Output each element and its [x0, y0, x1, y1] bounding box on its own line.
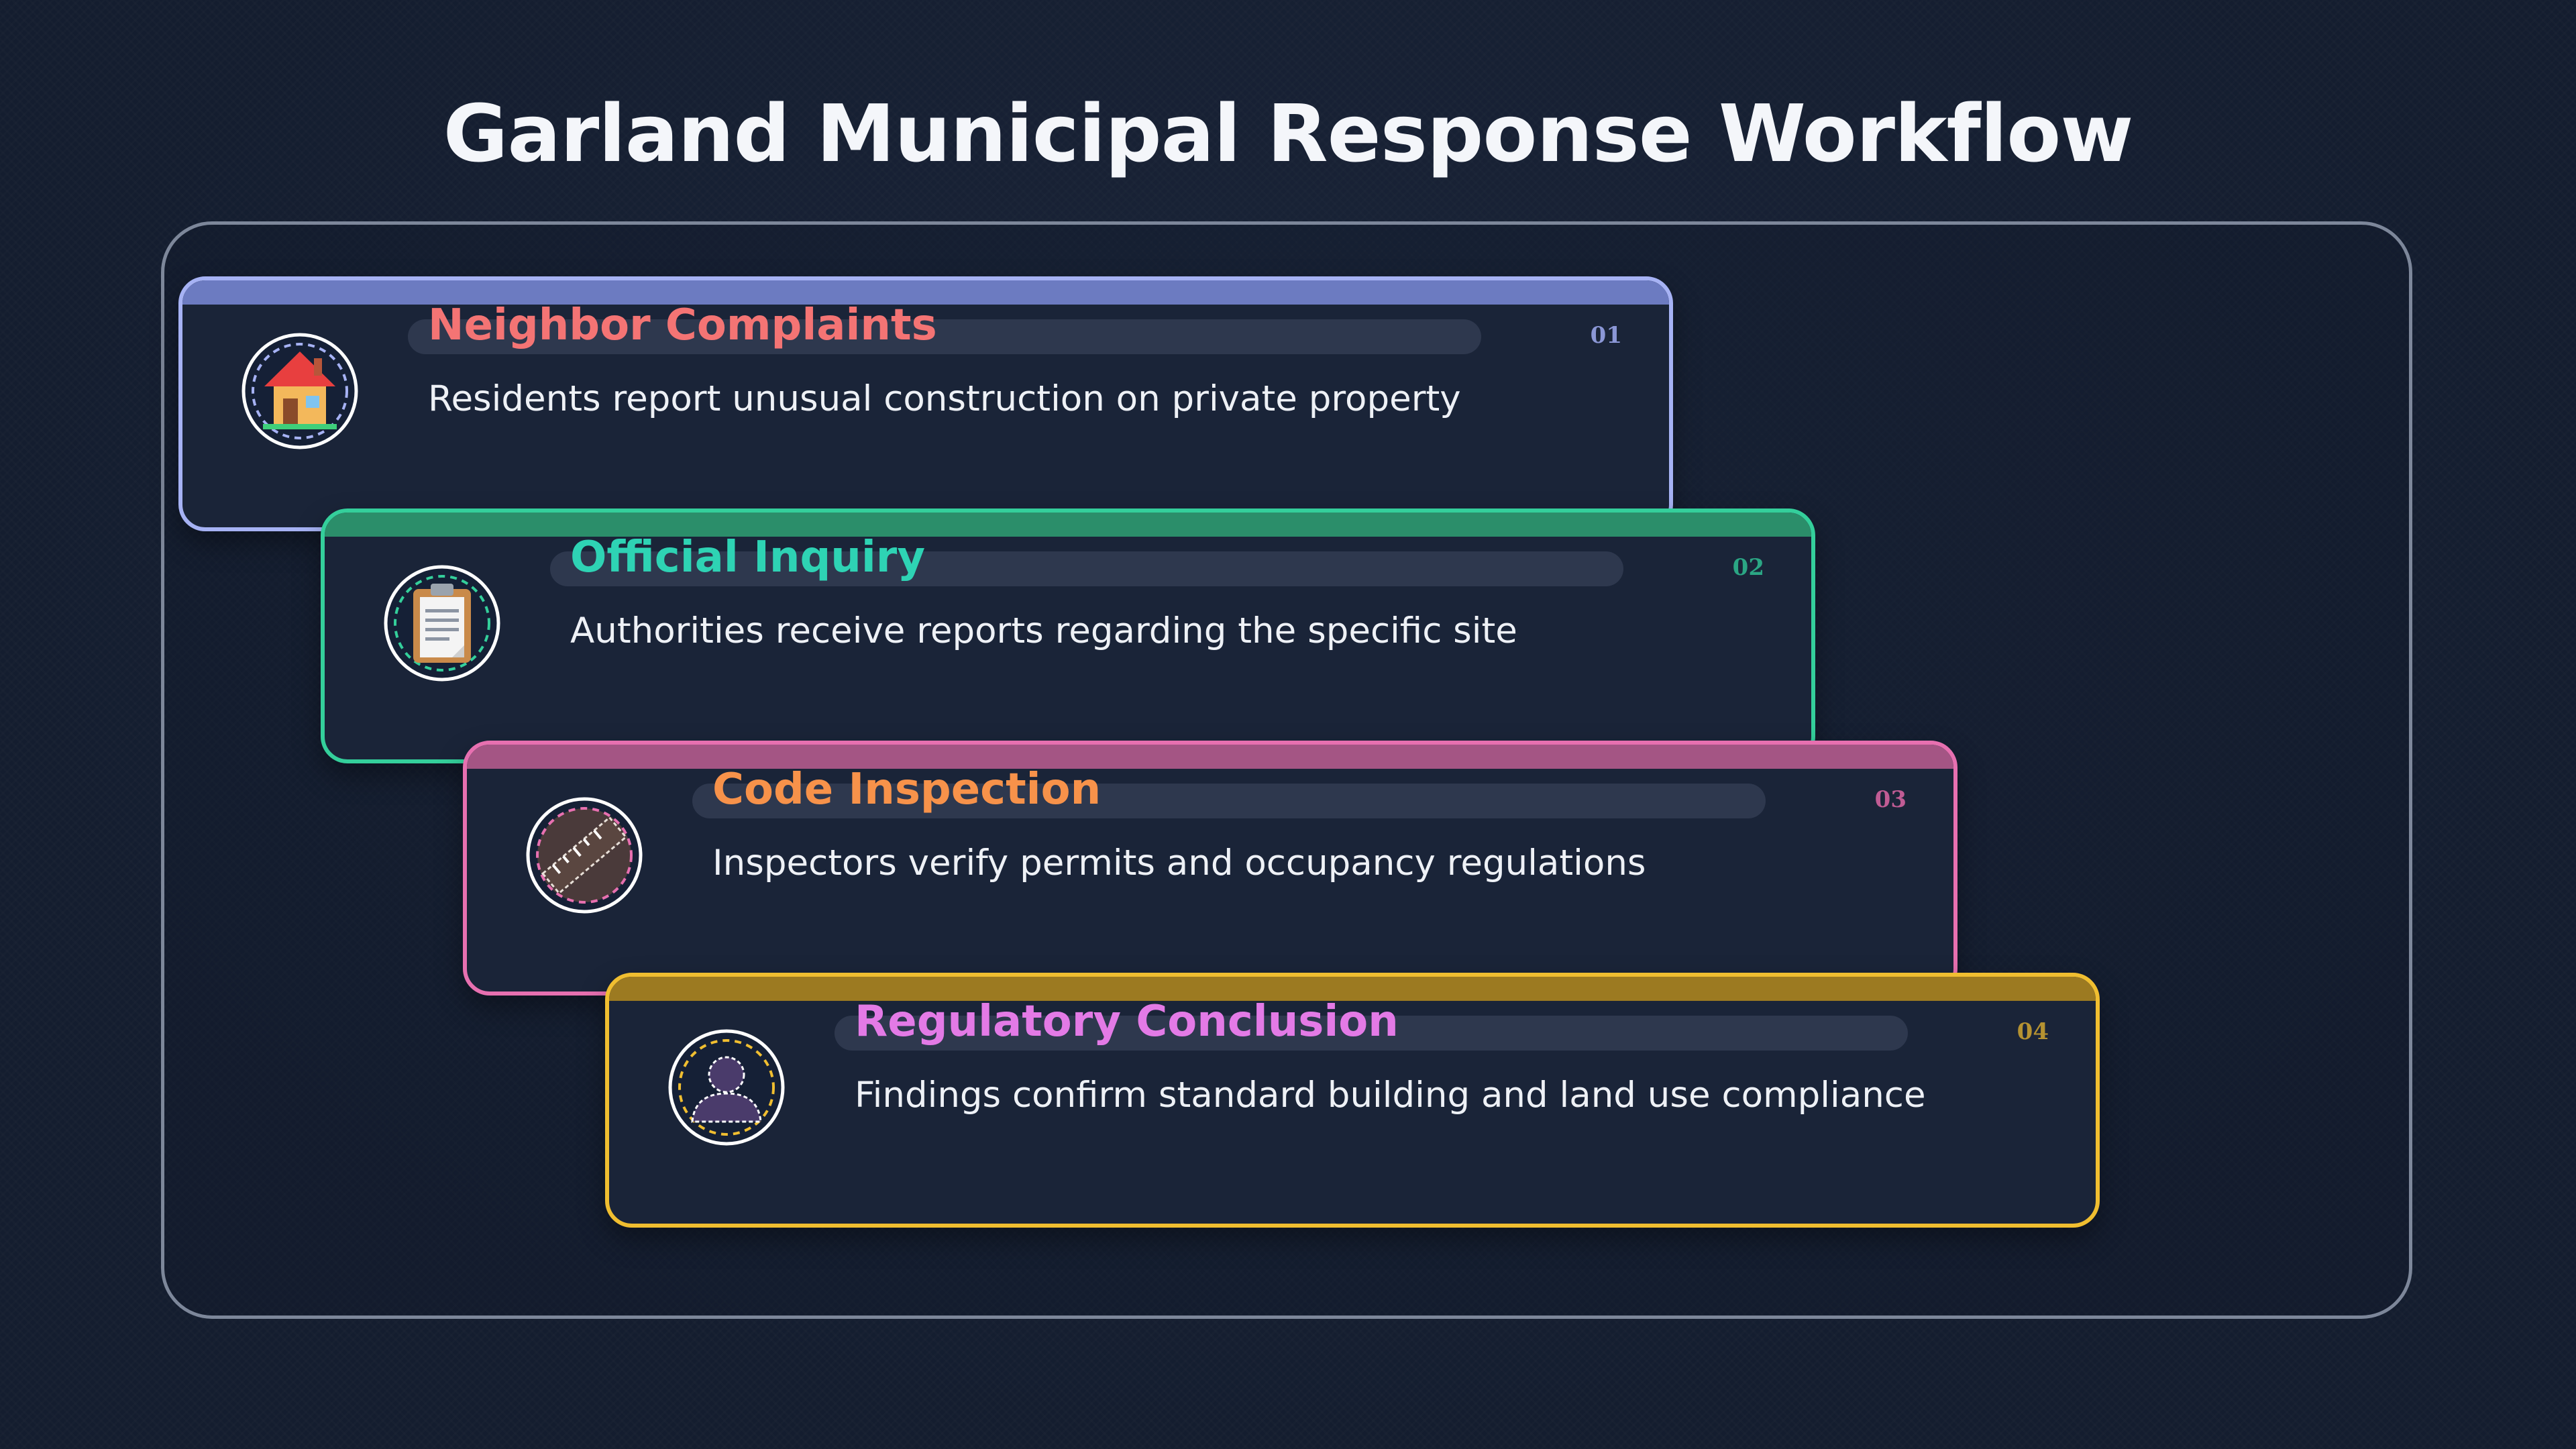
step-description: Authorities receive reports regarding th…	[570, 610, 1517, 651]
step-heading: Code Inspection	[712, 765, 1102, 814]
step-description: Inspectors verify permits and occupancy …	[712, 843, 1646, 883]
step-heading: Neighbor Complaints	[428, 301, 937, 350]
person-silhouette-icon	[667, 1028, 786, 1147]
house-icon	[240, 331, 360, 451]
ruler-icon	[525, 796, 644, 915]
step-number: 02	[1732, 554, 1764, 581]
step-description: Findings confirm standard building and l…	[855, 1075, 1926, 1116]
step-heading-pill	[835, 1016, 1908, 1051]
step-card-accent-bar	[609, 977, 2096, 1001]
step-number: 01	[1590, 322, 1622, 349]
step-description: Residents report unusual construction on…	[428, 378, 1461, 419]
step-card-3: Code Inspection Inspectors verify permit…	[463, 741, 1957, 996]
step-heading-pill	[692, 784, 1766, 818]
clipboard-icon	[382, 564, 502, 683]
step-card-2: Official Inquiry Authorities receive rep…	[321, 508, 1815, 763]
step-card-accent-bar	[325, 513, 1811, 537]
step-heading-pill	[408, 319, 1481, 354]
step-heading-pill	[550, 551, 1623, 586]
step-card-accent-bar	[467, 745, 1953, 769]
step-card-4: Regulatory Conclusion Findings confirm s…	[605, 973, 2100, 1228]
step-heading: Official Inquiry	[570, 533, 926, 582]
page-title: Garland Municipal Response Workflow	[443, 87, 2134, 180]
step-heading: Regulatory Conclusion	[855, 997, 1399, 1046]
step-card-1: Neighbor Complaints Residents report unu…	[178, 276, 1673, 531]
step-number: 03	[1874, 786, 1907, 813]
step-card-accent-bar	[182, 280, 1669, 305]
step-number: 04	[2017, 1018, 2049, 1045]
